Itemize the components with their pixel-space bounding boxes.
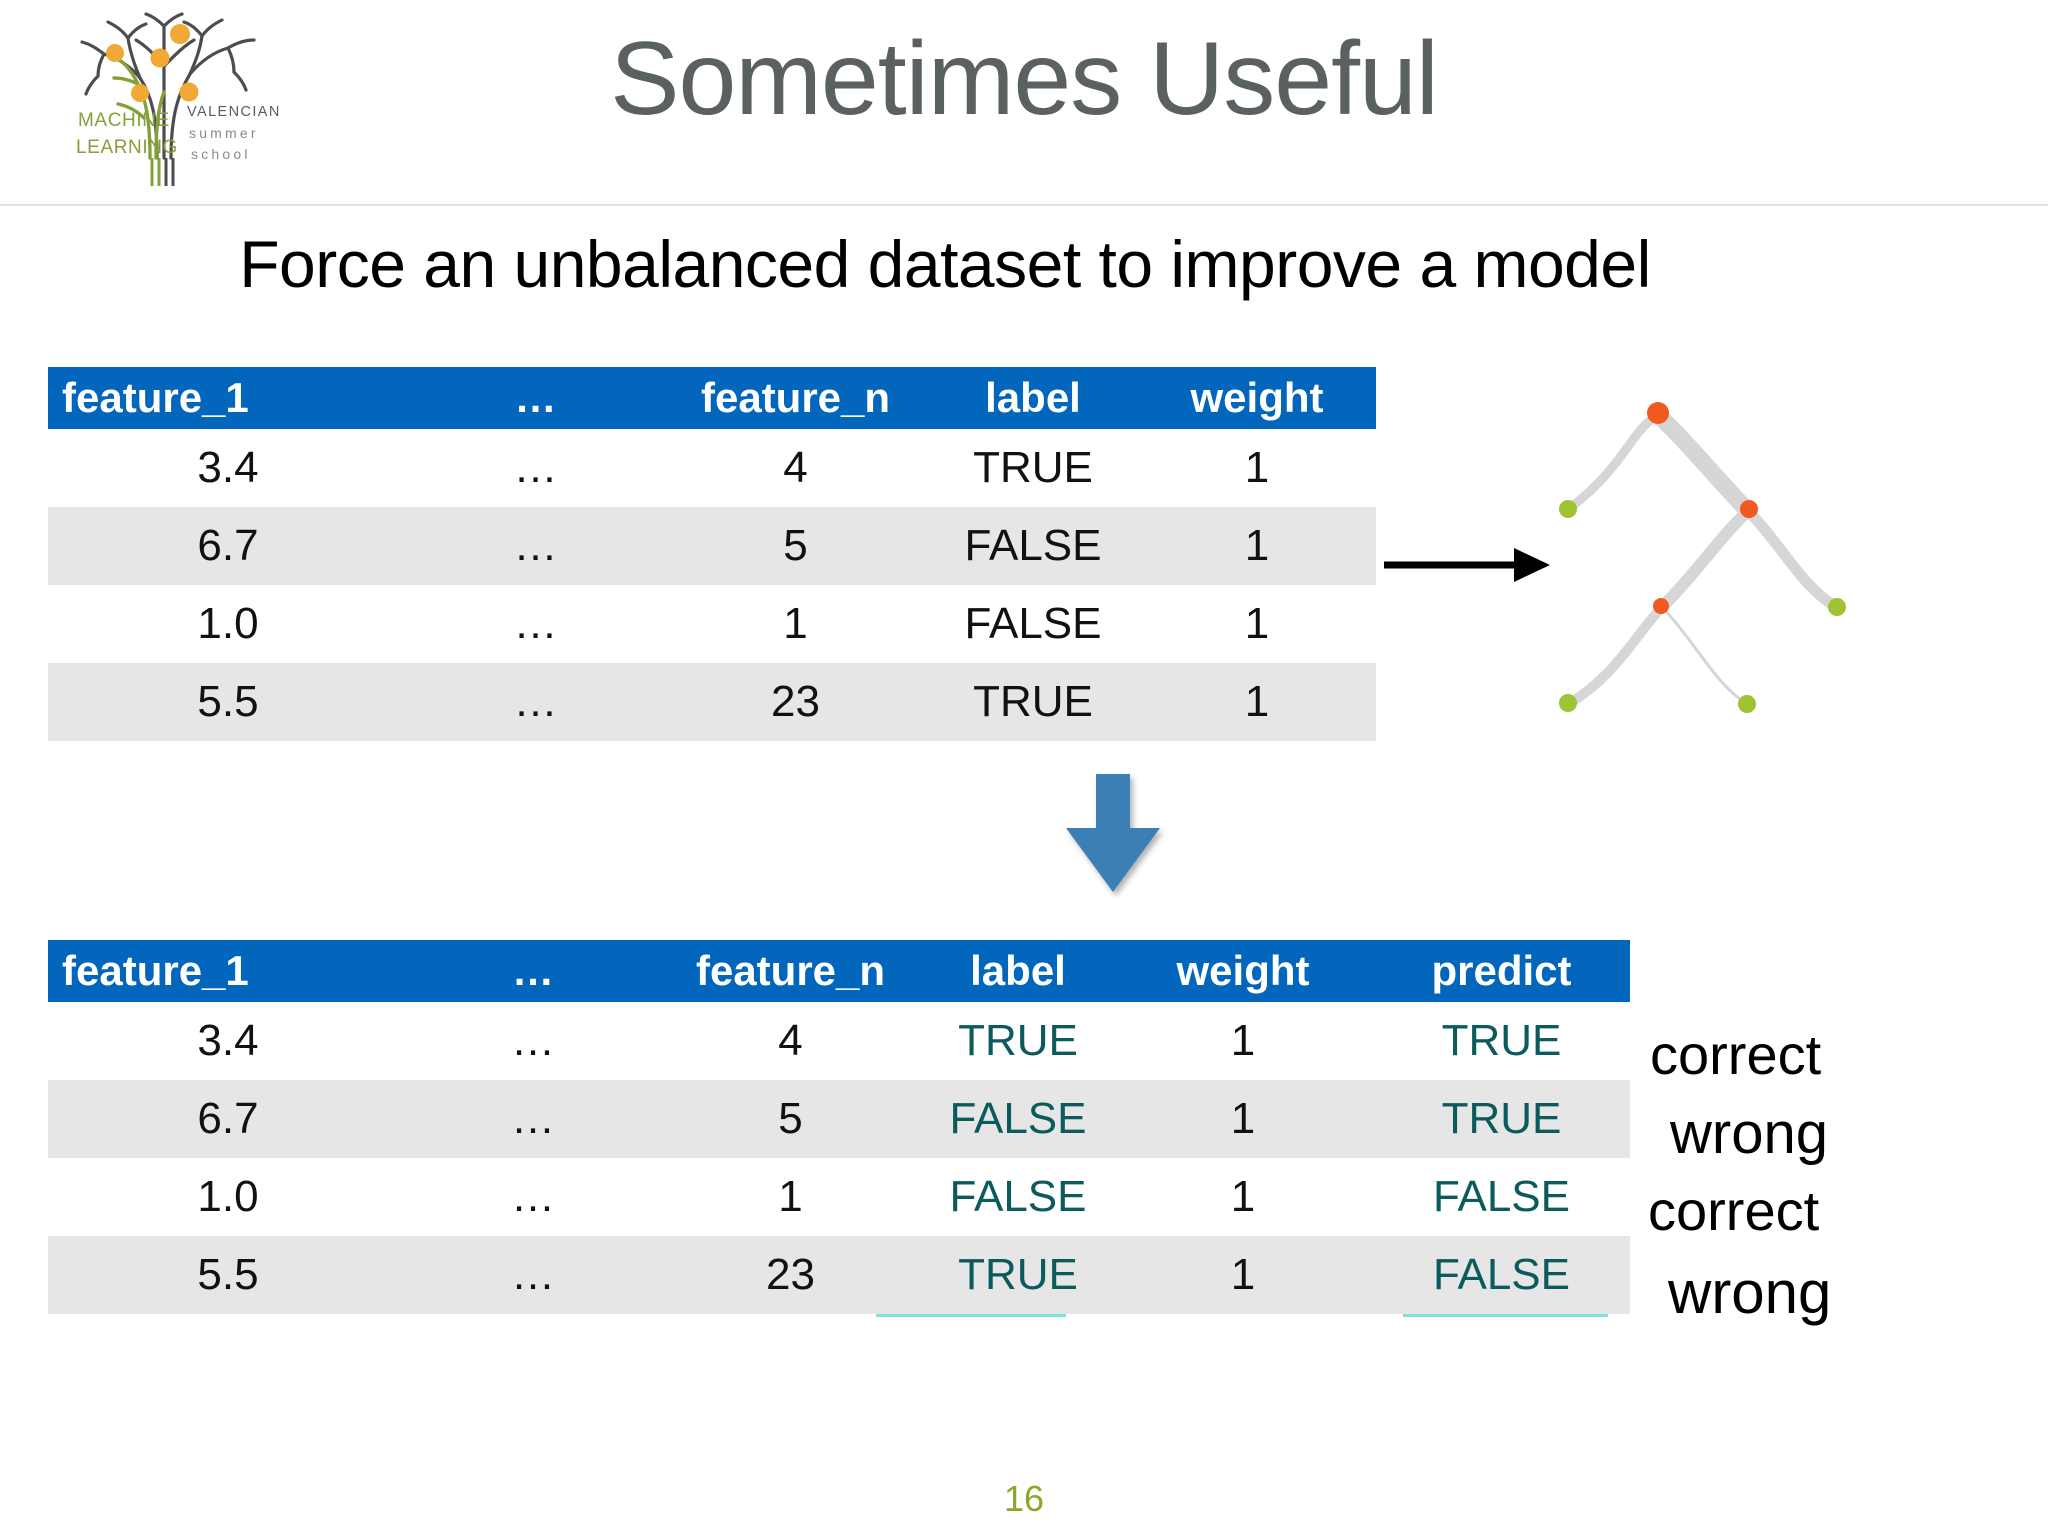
column-header-feature-n: feature_n xyxy=(700,374,891,421)
column-header-weight: weight xyxy=(1190,374,1324,421)
cell-weight: 1 xyxy=(1244,521,1270,570)
training-data-table: feature_1 … feature_n label weight 3.4 …… xyxy=(48,367,1376,741)
cell-feature-1: 5.5 xyxy=(197,1250,259,1299)
cell-ellipsis: … xyxy=(513,443,558,492)
cell-label: FALSE xyxy=(949,1094,1087,1143)
header-divider xyxy=(0,204,2048,206)
column-header-ellipsis: … xyxy=(514,374,557,421)
cell-weight: 1 xyxy=(1230,1016,1256,1065)
page-number: 16 xyxy=(1003,1478,1045,1519)
column-header-label: label xyxy=(985,374,1081,421)
cell-predict: TRUE xyxy=(1441,1094,1562,1143)
logo-text-learning: LEARNING xyxy=(76,137,178,158)
slide-subtitle: Force an unbalanced dataset to improve a… xyxy=(239,227,1651,301)
cell-feature-n: 1 xyxy=(778,1172,803,1221)
table-row: 6.7 … 5 FALSE 1 TRUE xyxy=(48,1080,1630,1158)
down-arrow-icon xyxy=(1060,770,1170,900)
cell-feature-n: 4 xyxy=(783,443,808,492)
logo-text-school: school xyxy=(191,146,251,162)
table-row: 3.4 … 4 TRUE 1 TRUE xyxy=(48,1002,1630,1080)
cell-weight: 1 xyxy=(1230,1250,1256,1299)
cell-feature-n: 1 xyxy=(783,599,808,648)
column-header-predict: predict xyxy=(1431,947,1572,994)
cell-ellipsis: … xyxy=(513,521,558,570)
prediction-note: wrong xyxy=(1670,1101,1828,1166)
cell-label: TRUE xyxy=(973,677,1093,726)
logo-text-summer: summer xyxy=(189,125,259,141)
cell-weight: 1 xyxy=(1230,1172,1256,1221)
cell-predict: FALSE xyxy=(1433,1172,1570,1221)
prediction-note: correct xyxy=(1650,1023,1822,1086)
column-header-feature-1: feature_1 xyxy=(62,947,249,994)
cell-feature-1: 6.7 xyxy=(197,521,259,570)
cell-ellipsis: … xyxy=(513,677,558,726)
cell-feature-1: 6.7 xyxy=(197,1094,259,1143)
table-header-row: feature_1 … feature_n label weight predi… xyxy=(48,940,1630,1002)
cell-feature-n: 5 xyxy=(778,1094,803,1143)
logo-text-valencian: VALENCIAN xyxy=(187,104,281,120)
table-row: 6.7 … 5 FALSE 1 xyxy=(48,507,1376,585)
cell-ellipsis: … xyxy=(511,1250,555,1299)
tree-node-root xyxy=(1647,402,1669,424)
tree-node-leaf xyxy=(1559,500,1577,518)
cell-feature-1: 5.5 xyxy=(197,677,259,726)
column-header-label: label xyxy=(970,947,1066,994)
cell-weight: 1 xyxy=(1244,443,1270,492)
cell-feature-1: 1.0 xyxy=(197,599,259,648)
prediction-results-table: feature_1 … feature_n label weight predi… xyxy=(48,940,1630,1314)
cell-ellipsis: … xyxy=(511,1172,555,1221)
cell-feature-1: 3.4 xyxy=(197,1016,259,1065)
cell-feature-n: 23 xyxy=(771,677,820,726)
page-title: Sometimes Useful xyxy=(610,21,1439,137)
cell-label: TRUE xyxy=(958,1250,1078,1299)
table-row: 3.4 … 4 TRUE 1 xyxy=(48,429,1376,507)
right-arrow-icon xyxy=(1382,540,1552,590)
table-row: 5.5 … 23 TRUE 1 xyxy=(48,663,1376,741)
cell-ellipsis: … xyxy=(511,1094,555,1143)
tree-node-internal xyxy=(1653,598,1669,614)
cell-predict: TRUE xyxy=(1441,1016,1562,1065)
cell-weight: 1 xyxy=(1244,677,1270,726)
cell-ellipsis: … xyxy=(511,1016,555,1065)
table-row: 1.0 … 1 FALSE 1 FALSE xyxy=(48,1158,1630,1236)
tree-node-leaf xyxy=(1828,598,1846,616)
cell-ellipsis: … xyxy=(513,599,558,648)
decision-tree-icon xyxy=(1530,385,1910,725)
prediction-note: correct xyxy=(1648,1179,1820,1242)
cell-feature-n: 23 xyxy=(766,1250,815,1299)
cell-feature-1: 1.0 xyxy=(197,1172,259,1221)
prediction-note: wrong xyxy=(1668,1259,1832,1326)
machine-learning-valencian-summer-school-logo: MACHINE LEARNING VALENCIAN summer school xyxy=(60,8,310,198)
cell-weight: 1 xyxy=(1244,599,1270,648)
logo-text-machine: MACHINE xyxy=(78,110,170,131)
column-header-feature-n: feature_n xyxy=(695,947,886,994)
cell-predict: FALSE xyxy=(1433,1250,1570,1299)
tree-node-leaf xyxy=(1559,694,1577,712)
logo-tree-icon: MACHINE LEARNING VALENCIAN summer school xyxy=(76,12,281,186)
cell-feature-n: 5 xyxy=(783,521,808,570)
slide-header: MACHINE LEARNING VALENCIAN summer school… xyxy=(0,0,2048,206)
cell-label: FALSE xyxy=(949,1172,1087,1221)
cell-label: FALSE xyxy=(964,599,1102,648)
cell-label: FALSE xyxy=(964,521,1102,570)
cell-weight: 1 xyxy=(1230,1094,1256,1143)
cell-label: TRUE xyxy=(973,443,1093,492)
column-header-ellipsis: … xyxy=(512,947,554,994)
tree-node-internal xyxy=(1740,500,1758,518)
tree-node-leaf xyxy=(1738,695,1756,713)
column-header-feature-1: feature_1 xyxy=(62,374,249,421)
table-header-row: feature_1 … feature_n label weight xyxy=(48,367,1376,429)
cell-feature-n: 4 xyxy=(778,1016,803,1065)
column-header-weight: weight xyxy=(1176,947,1310,994)
cell-feature-1: 3.4 xyxy=(197,443,259,492)
table-row: 5.5 … 23 TRUE 1 FALSE xyxy=(48,1236,1630,1314)
cell-label: TRUE xyxy=(958,1016,1078,1065)
table-row: 1.0 … 1 FALSE 1 xyxy=(48,585,1376,663)
